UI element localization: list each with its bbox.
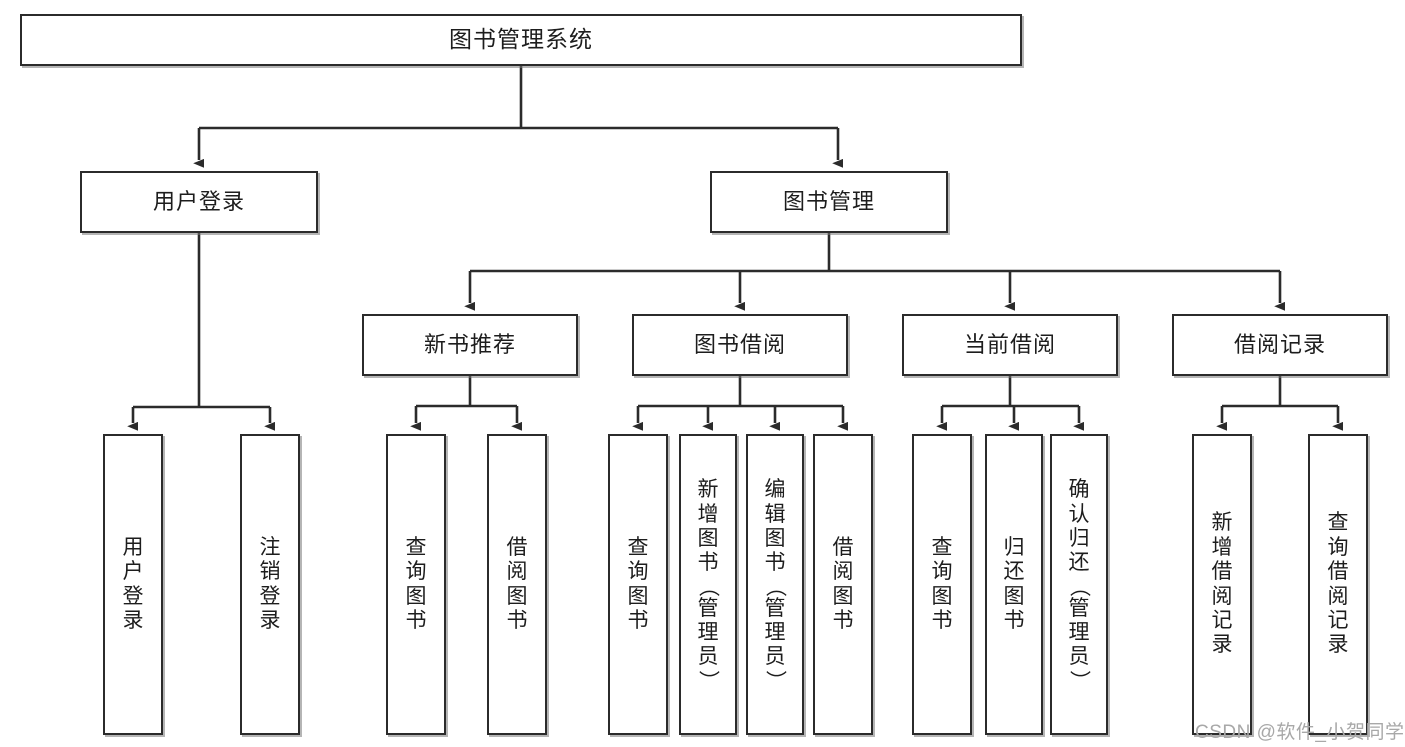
node-root[interactable]: 图书管理系统 <box>20 14 1022 66</box>
node-book-manage[interactable]: 图书管理 <box>710 171 948 233</box>
node-leaf-query-book-2-label: 查询图书 <box>627 535 649 632</box>
node-leaf-query-book-3[interactable]: 查询图书 <box>912 434 972 735</box>
node-new-book-recommend[interactable]: 新书推荐 <box>362 314 578 376</box>
node-leaf-borrow-book-2-label: 借阅图书 <box>832 535 854 632</box>
csdn-watermark: CSDN @软件_小贺同学 <box>1195 722 1405 743</box>
node-leaf-user-login[interactable]: 用户登录 <box>103 434 163 735</box>
node-leaf-user-login-label: 用户登录 <box>122 535 144 632</box>
node-leaf-borrow-book-1-label: 借阅图书 <box>506 535 528 632</box>
node-leaf-edit-book-admin-label: 编辑图书（管理员） <box>763 478 787 691</box>
node-book-manage-label: 图书管理 <box>782 188 875 214</box>
node-leaf-return-book[interactable]: 归还图书 <box>985 434 1043 735</box>
node-leaf-query-borrow-record-label: 查询借阅记录 <box>1327 511 1349 657</box>
node-current-borrow[interactable]: 当前借阅 <box>902 314 1118 376</box>
node-leaf-query-book-3-label: 查询图书 <box>931 535 953 632</box>
node-leaf-query-book-1-label: 查询图书 <box>405 535 427 632</box>
node-leaf-logout-login[interactable]: 注销登录 <box>240 434 300 735</box>
node-leaf-return-book-label: 归还图书 <box>1003 535 1025 632</box>
node-leaf-logout-login-label: 注销登录 <box>259 535 281 632</box>
node-leaf-confirm-return-admin[interactable]: 确认归还（管理员） <box>1050 434 1108 735</box>
node-borrow-record[interactable]: 借阅记录 <box>1172 314 1388 376</box>
node-leaf-add-borrow-record-label: 新增借阅记录 <box>1211 511 1233 657</box>
node-book-borrow-label: 图书借阅 <box>693 331 786 357</box>
node-new-book-recommend-label: 新书推荐 <box>423 331 516 357</box>
node-leaf-query-book-1[interactable]: 查询图书 <box>386 434 446 735</box>
node-leaf-borrow-book-1[interactable]: 借阅图书 <box>487 434 547 735</box>
node-leaf-add-book-admin[interactable]: 新增图书（管理员） <box>679 434 737 735</box>
node-leaf-add-borrow-record[interactable]: 新增借阅记录 <box>1192 434 1252 735</box>
node-root-label: 图书管理系统 <box>449 26 593 53</box>
node-leaf-query-borrow-record[interactable]: 查询借阅记录 <box>1308 434 1368 735</box>
node-leaf-add-book-admin-label: 新增图书（管理员） <box>696 478 720 691</box>
node-user-login[interactable]: 用户登录 <box>80 171 318 233</box>
node-leaf-confirm-return-admin-label: 确认归还（管理员） <box>1067 478 1091 691</box>
node-book-borrow[interactable]: 图书借阅 <box>632 314 848 376</box>
node-leaf-edit-book-admin[interactable]: 编辑图书（管理员） <box>746 434 804 735</box>
node-current-borrow-label: 当前借阅 <box>963 331 1056 357</box>
node-borrow-record-label: 借阅记录 <box>1233 331 1326 357</box>
node-leaf-query-book-2[interactable]: 查询图书 <box>608 434 668 735</box>
node-user-login-label: 用户登录 <box>152 188 245 214</box>
node-leaf-borrow-book-2[interactable]: 借阅图书 <box>813 434 873 735</box>
